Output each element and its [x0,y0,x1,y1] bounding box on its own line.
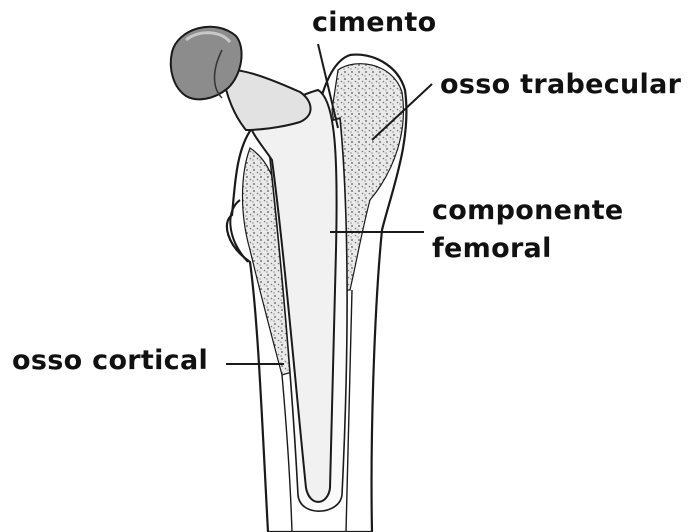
label-cement: cimento [312,8,436,38]
label-femoral-component-line1: componente [432,196,624,226]
label-trabecular-bone: osso trabecular [440,70,681,100]
label-cortical-bone: osso cortical [12,346,208,376]
label-femoral-component-line2: femoral [432,234,552,264]
